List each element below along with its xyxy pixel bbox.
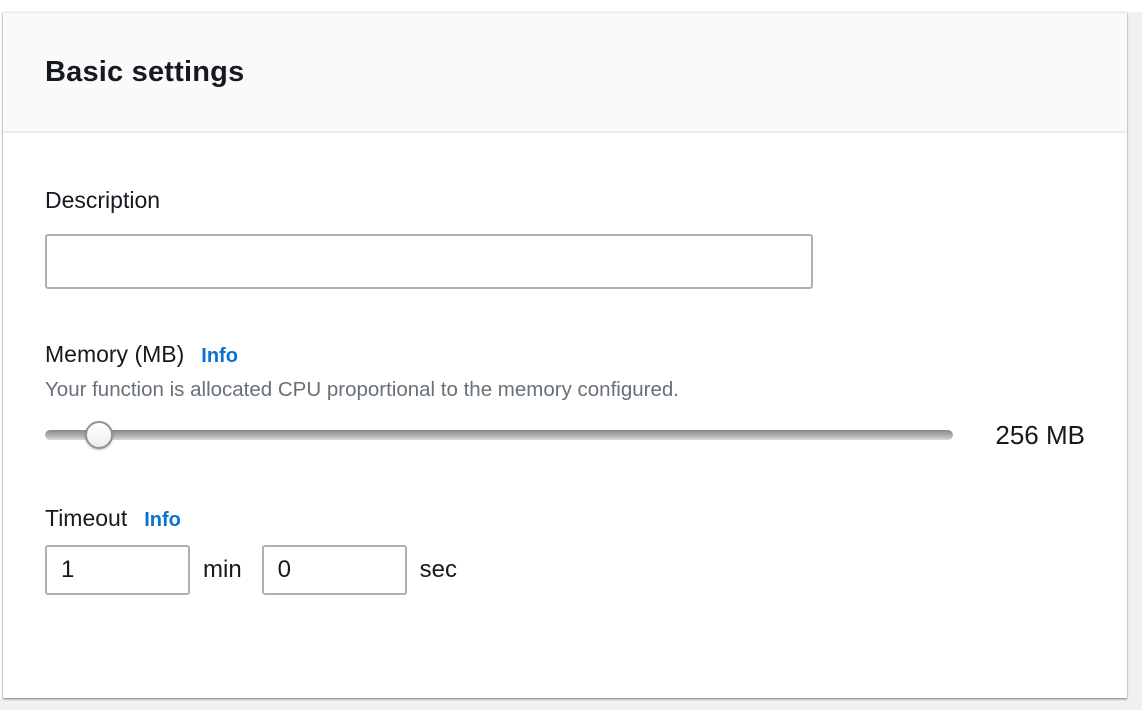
panel-body: Description Memory (MB) Info Your functi… [3, 133, 1127, 595]
description-input[interactable] [45, 234, 813, 289]
memory-slider[interactable] [45, 421, 953, 449]
panel-header: Basic settings [3, 13, 1127, 133]
memory-label: Memory (MB) [45, 341, 185, 367]
memory-section: Memory (MB) Info Your function is alloca… [45, 339, 1085, 450]
timeout-minutes-input[interactable] [45, 545, 190, 595]
timeout-info-link[interactable]: Info [144, 509, 181, 531]
panel-title: Basic settings [45, 55, 245, 88]
description-label: Description [45, 187, 161, 213]
timeout-section: Timeout Info min sec [45, 503, 1085, 595]
memory-info-link[interactable]: Info [201, 345, 238, 367]
basic-settings-panel: Basic settings Description Memory (MB) I… [3, 12, 1127, 698]
memory-slider-row: 256 MB [45, 420, 1085, 450]
timeout-label: Timeout [45, 505, 128, 531]
page-background-right [1129, 12, 1142, 710]
memory-help-text: Your function is allocated CPU proportio… [45, 378, 679, 401]
timeout-inputs-row: min sec [45, 545, 1085, 595]
memory-value: 256 MB [995, 419, 1085, 450]
timeout-seconds-unit: sec [419, 556, 458, 583]
page-background-bottom [0, 699, 1142, 710]
description-section: Description [45, 185, 1085, 289]
memory-slider-handle[interactable] [85, 421, 114, 449]
timeout-minutes-unit: min [203, 556, 242, 583]
timeout-seconds-input[interactable] [261, 545, 407, 595]
